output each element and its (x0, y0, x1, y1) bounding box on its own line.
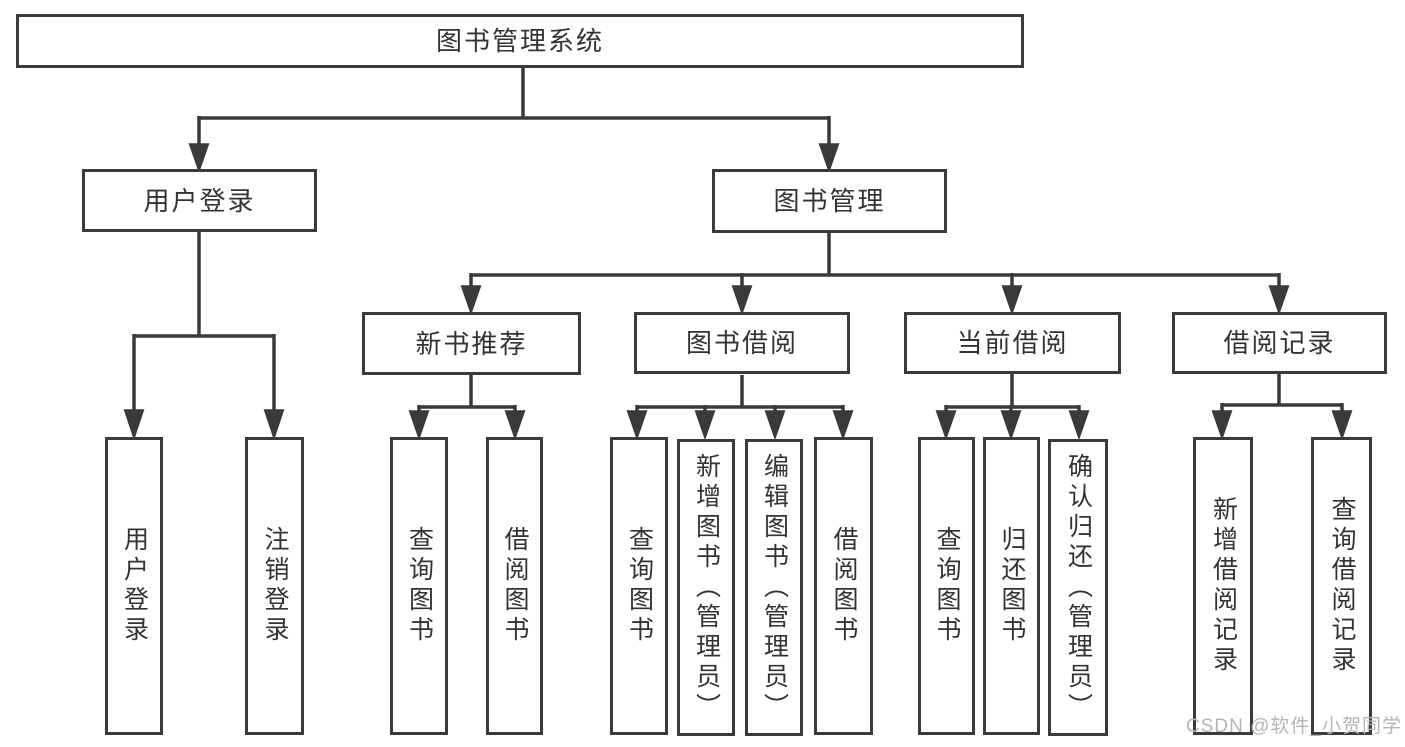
leaf-user-login: 用户登录 (105, 437, 163, 735)
leaf-query-borrow-record-label: 查询借阅记录 (1328, 496, 1356, 676)
node-book-borrow-label: 图书借阅 (685, 328, 798, 358)
leaf-add-borrow-record: 新增借阅记录 (1193, 437, 1253, 735)
node-root-system: 图书管理系统 (16, 14, 1024, 68)
leaf-add-book-admin-label: 新增图书（管理员） (692, 452, 721, 723)
node-root-system-label: 图书管理系统 (435, 26, 604, 56)
leaf-add-borrow-record-label: 新增借阅记录 (1209, 496, 1238, 676)
leaf-query-borrow-record: 查询借阅记录 (1311, 437, 1372, 735)
leaf-return-book-label: 归还图书 (998, 526, 1026, 646)
leaf-query-book-borrow-label: 查询图书 (625, 526, 654, 646)
connector-book-borrow-branch (626, 375, 854, 441)
leaf-add-book-admin: 新增图书（管理员） (677, 439, 735, 736)
connector-root-to-level2 (188, 68, 840, 174)
node-book-borrow: 图书借阅 (634, 312, 850, 374)
node-current-borrow: 当前借阅 (904, 312, 1121, 374)
node-user-login: 用户登录 (82, 169, 317, 232)
leaf-query-book-current-label: 查询图书 (933, 526, 961, 646)
connector-book-management-branch (460, 233, 1290, 316)
connector-current-borrow-branch (935, 374, 1090, 441)
connector-user-login-branch (123, 232, 285, 441)
leaf-query-book-borrow: 查询图书 (610, 437, 668, 735)
leaf-confirm-return-admin: 确认归还（管理员） (1048, 439, 1108, 736)
leaf-return-book: 归还图书 (983, 437, 1040, 735)
node-user-login-label: 用户登录 (143, 185, 256, 216)
leaf-confirm-return-admin-label: 确认归还（管理员） (1064, 452, 1093, 723)
connector-borrow-record-branch (1211, 374, 1353, 441)
leaf-query-book-recommend: 查询图书 (390, 437, 448, 735)
connector-new-book-branch (408, 375, 526, 441)
node-current-borrow-label: 当前借阅 (956, 328, 1069, 358)
node-borrow-record: 借阅记录 (1172, 312, 1387, 374)
leaf-borrow-book-recommend: 借阅图书 (486, 437, 543, 735)
node-new-book-recommend-label: 新书推荐 (415, 328, 528, 359)
leaf-logout-login: 注销登录 (245, 437, 304, 735)
node-borrow-record-label: 借阅记录 (1223, 328, 1336, 358)
leaf-user-login-label: 用户登录 (120, 526, 149, 646)
leaf-edit-book-admin: 编辑图书（管理员） (745, 439, 803, 736)
leaf-query-book-current: 查询图书 (918, 437, 975, 735)
leaf-borrow-book-label: 借阅图书 (830, 526, 858, 646)
leaf-borrow-book: 借阅图书 (814, 437, 873, 735)
csdn-watermark: CSDN @软件_小贺同学 (1186, 716, 1402, 737)
leaf-query-book-recommend-label: 查询图书 (405, 526, 434, 646)
node-book-management-label: 图书管理 (773, 186, 886, 216)
leaf-borrow-book-recommend-label: 借阅图书 (501, 526, 529, 646)
node-new-book-recommend: 新书推荐 (362, 312, 581, 375)
node-book-management: 图书管理 (712, 169, 947, 233)
leaf-logout-login-label: 注销登录 (261, 526, 289, 646)
leaf-edit-book-admin-label: 编辑图书（管理员） (760, 452, 789, 723)
